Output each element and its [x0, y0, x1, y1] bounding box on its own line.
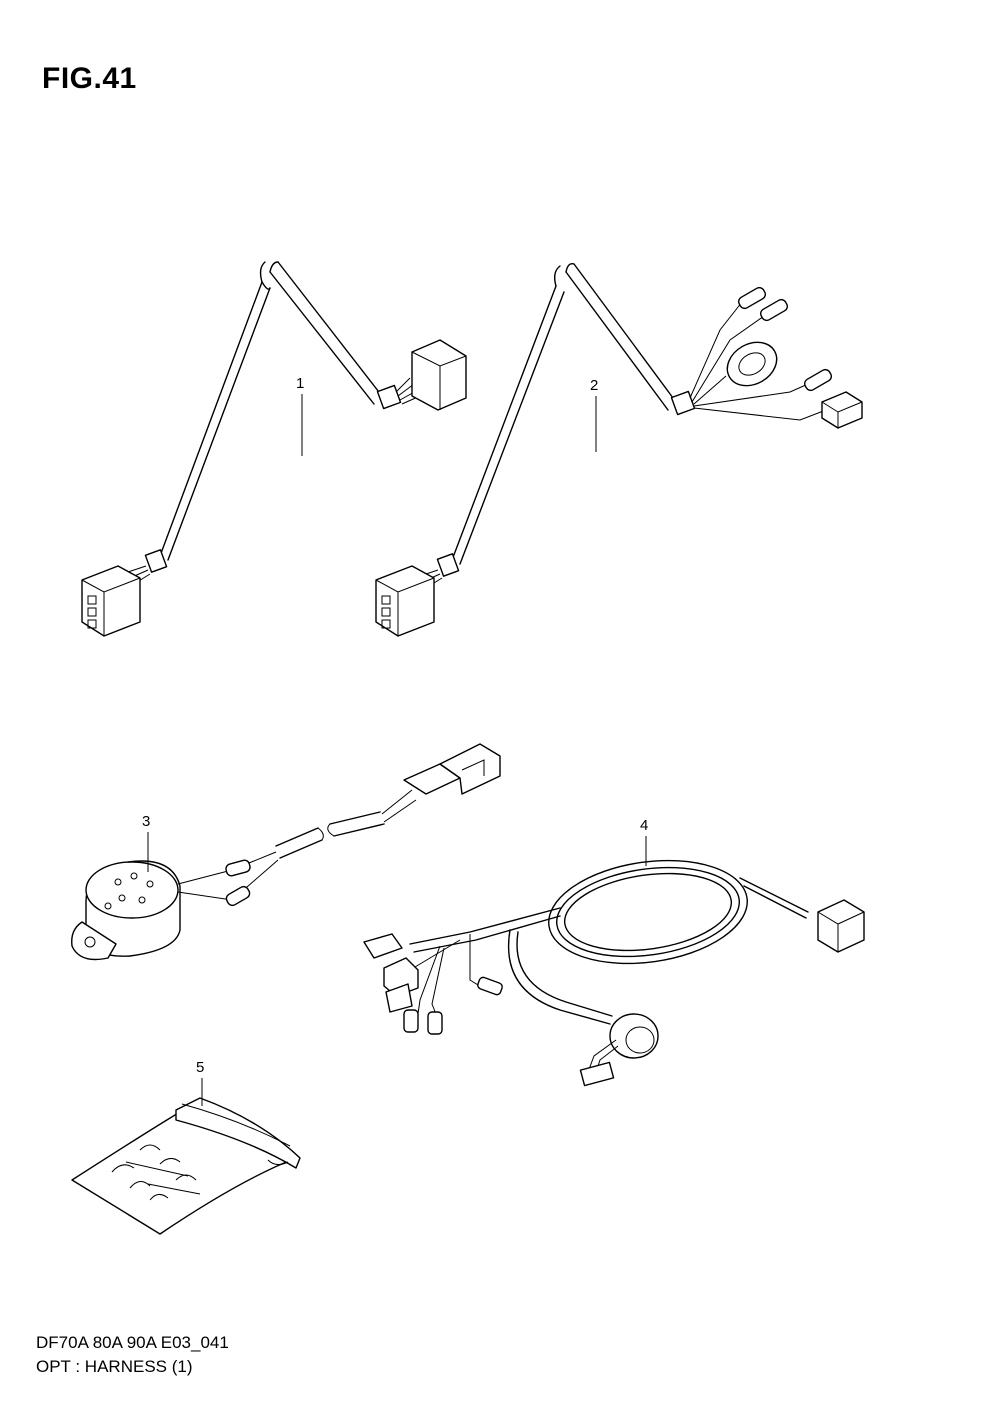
callout-4: 4: [640, 817, 648, 866]
part-2-branch-harness: [375, 262, 863, 637]
svg-text:4: 4: [640, 817, 648, 834]
part-4-main-harness: [363, 859, 865, 1087]
callout-2: 2: [590, 377, 598, 452]
part-5-parts-bag: [71, 1097, 301, 1235]
diagram-caption: OPT : HARNESS (1): [36, 1357, 193, 1376]
svg-text:1: 1: [296, 375, 304, 392]
part-3-buzzer: [71, 743, 501, 961]
diagram-code: DF70A 80A 90A E03_041: [36, 1333, 229, 1352]
callout-5: 5: [196, 1059, 204, 1106]
callout-1: 1: [296, 375, 304, 456]
svg-text:2: 2: [590, 377, 598, 394]
svg-text:3: 3: [142, 813, 150, 830]
figure-title: FIG.41: [42, 62, 137, 95]
svg-text:5: 5: [196, 1059, 204, 1076]
part-1-extension-harness: [81, 261, 467, 637]
callout-3: 3: [142, 813, 150, 872]
